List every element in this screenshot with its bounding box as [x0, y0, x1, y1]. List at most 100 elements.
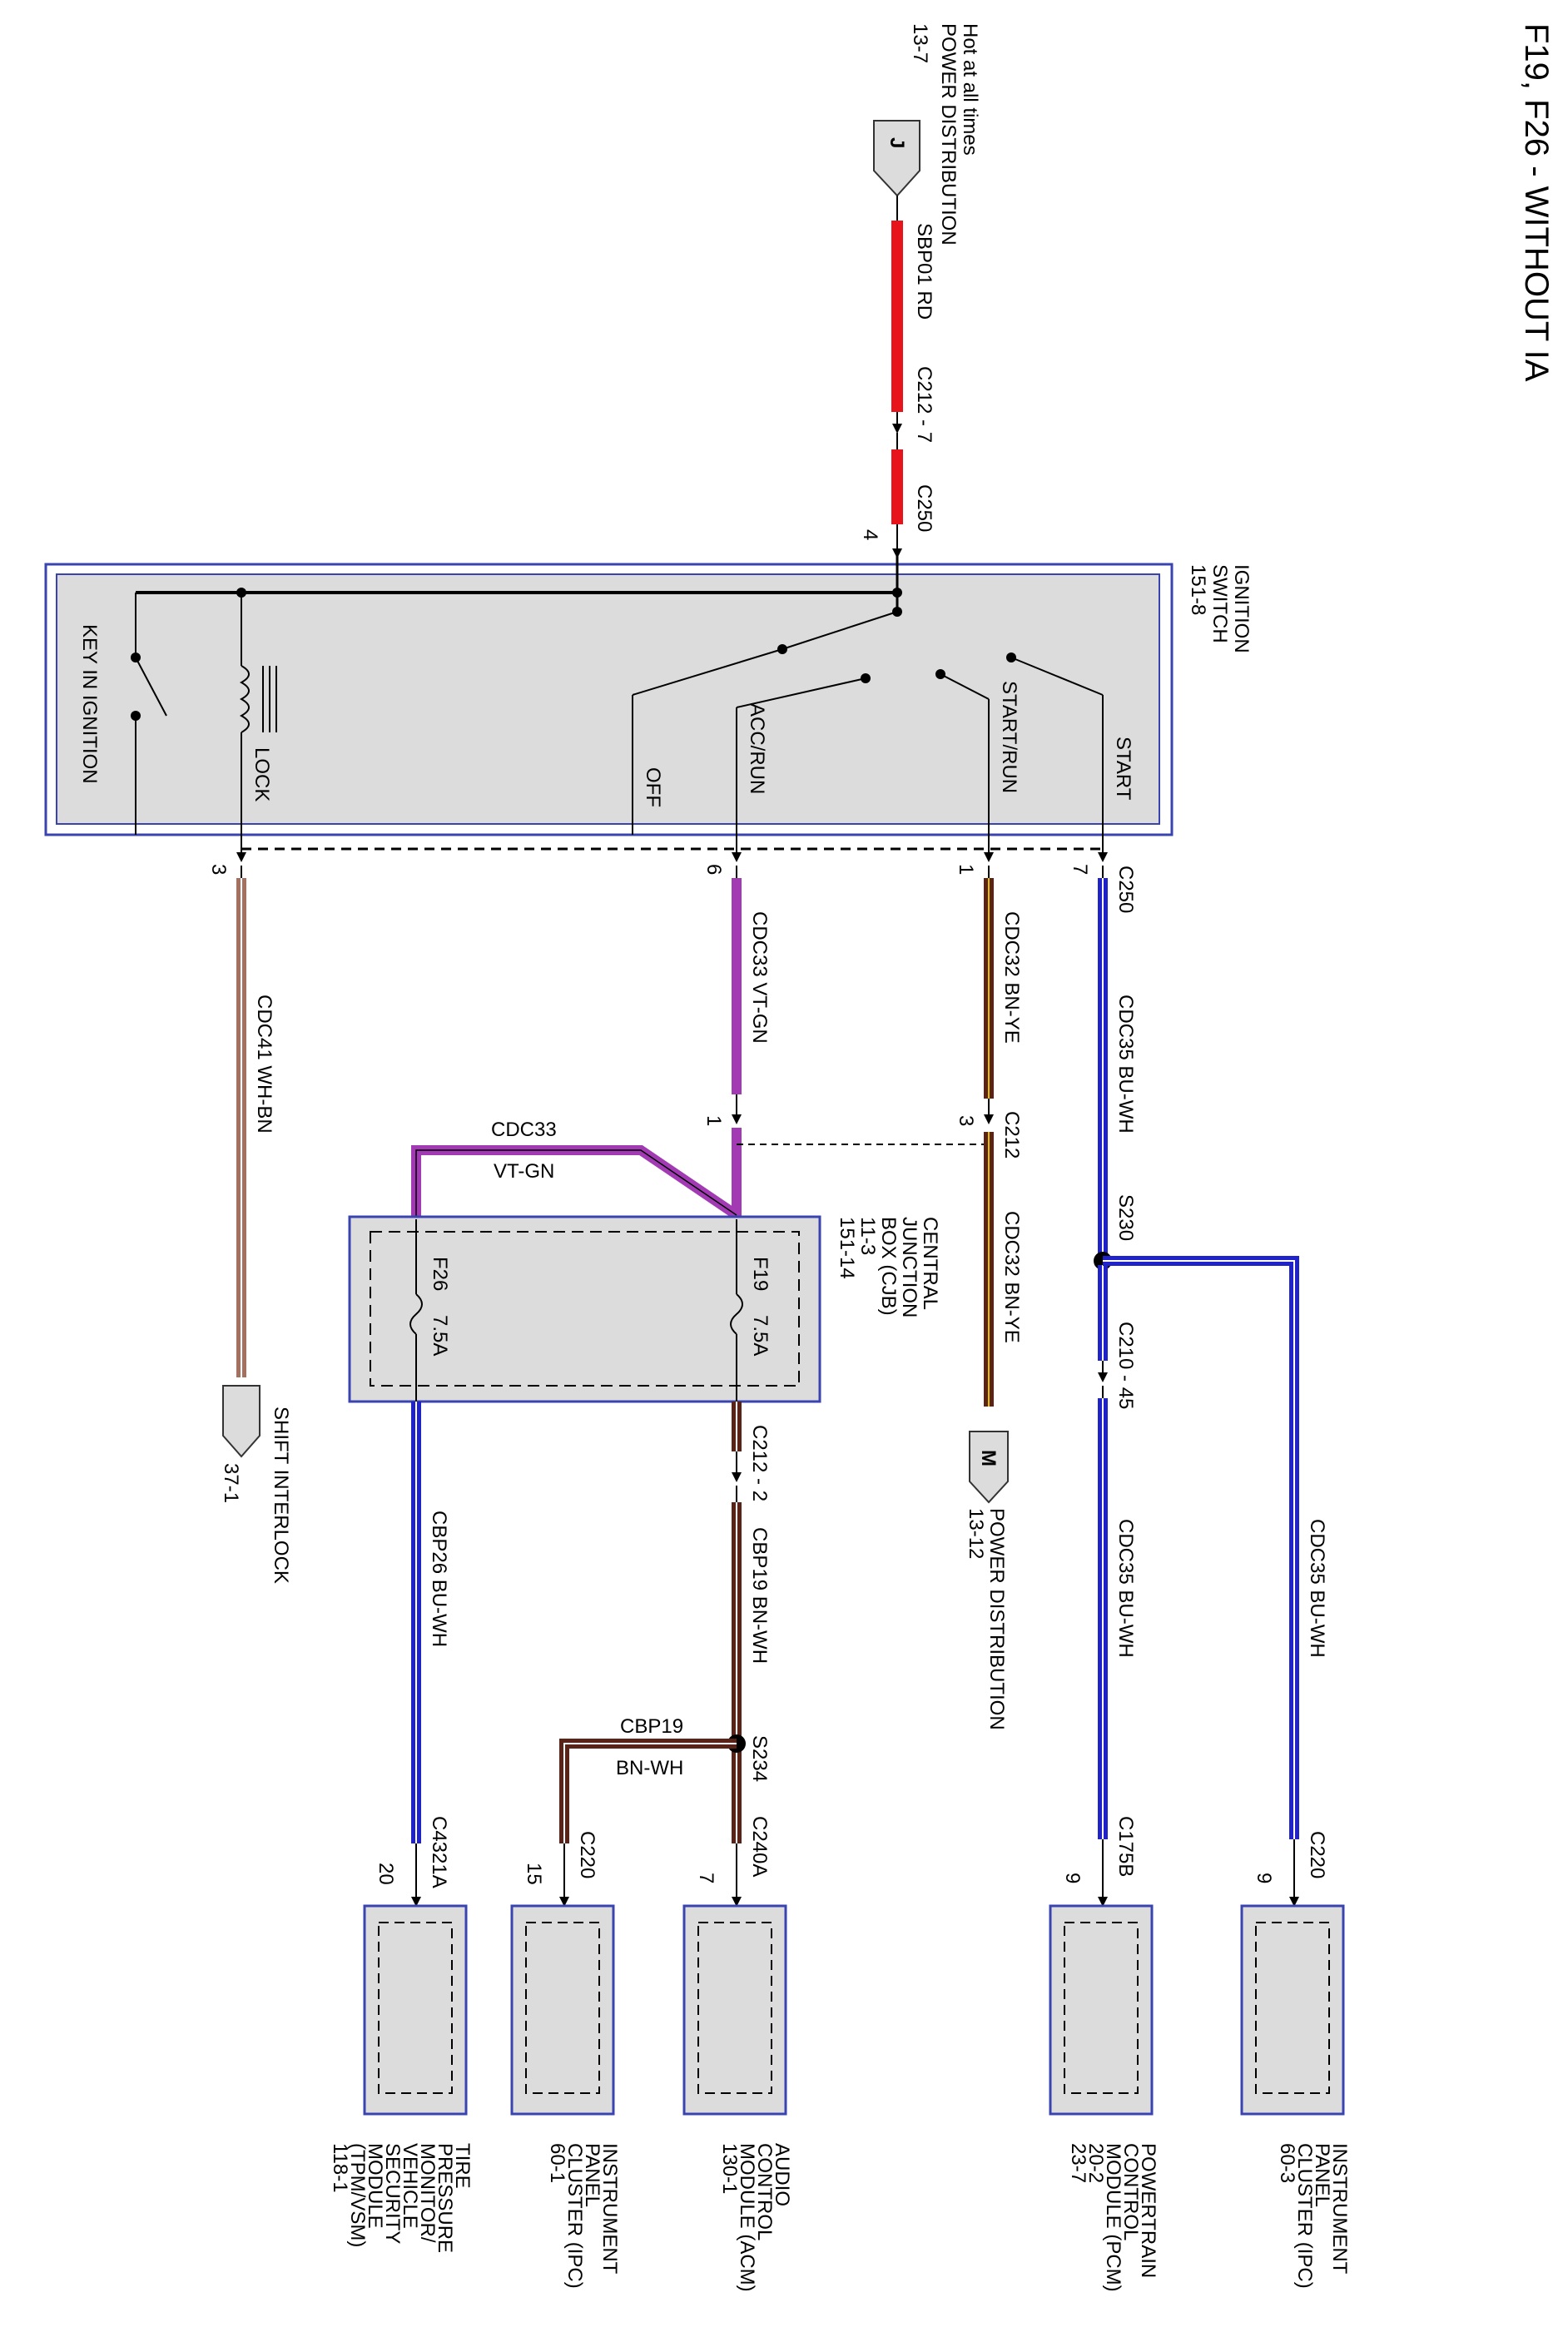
- module-pcm: POWERTRAIN CONTROL MODULE (PCM) 20-2 23-…: [1049, 1904, 1159, 2292]
- splice-s234-label: S234: [748, 1735, 771, 1782]
- connector-c250-top-pin: 4: [859, 529, 881, 540]
- module-pcm-line-2: CONTROL: [1119, 2143, 1142, 2240]
- module-acm-line-2: CONTROL: [753, 2143, 776, 2240]
- module-tpms-line-3: MONITOR/: [416, 2143, 439, 2243]
- connector-c210-45: C210 - 45: [1114, 1322, 1137, 1409]
- connector-c220-b: C220: [1306, 1831, 1328, 1878]
- branch-code: CBP19: [620, 1715, 683, 1738]
- branch-color: BN-WH: [616, 1757, 683, 1779]
- pin-acm: 7: [695, 1873, 717, 1883]
- wire-cbp26: CBP26 BU-WH: [411, 1402, 450, 1843]
- module-ipc-b-line-4: 60-3: [1276, 2143, 1298, 2183]
- fuse-f19-name: F19: [749, 1257, 772, 1291]
- position-start-run: START/RUN: [998, 681, 1020, 793]
- module-pcm-line-5: 23-7: [1067, 2143, 1089, 2183]
- fuse-f26-rating: 7.5A: [429, 1315, 451, 1356]
- module-acm-line-3: MODULE (ACM): [736, 2143, 758, 2292]
- wire-cdc41: CDC41 WH-BN SHIFT INTERLOCK 37-1: [220, 866, 292, 1584]
- wire-label-cdc33: CDC33 VT-GN: [748, 911, 771, 1044]
- wire-label-cdc41: CDC41 WH-BN: [253, 995, 275, 1134]
- wire-label-cdc35c: CDC35 BU-WH: [1306, 1519, 1328, 1658]
- pin-ipc-b: 9: [1253, 1873, 1275, 1883]
- module-tpms-line-6: MODULE: [364, 2143, 386, 2229]
- ignition-switch: IGNITION SWITCH 151-8: [44, 553, 1253, 836]
- connector-c250-bottom: C250: [1114, 866, 1137, 913]
- wire-sbp01: SBP01 RD C212 - 7 C250 4: [859, 196, 935, 558]
- module-tpms-line-5: SECURITY: [381, 2143, 404, 2244]
- module-tpms-line-2: PRESSURE: [434, 2143, 456, 2253]
- connector-c212: C212: [1000, 1111, 1023, 1159]
- cjb-label-3: BOX (CJB): [877, 1217, 900, 1316]
- module-ipc-a-line-1: INSTRUMENT: [598, 2143, 621, 2275]
- position-lock: LOCK: [251, 747, 273, 801]
- module-tpms-line-7: (TPM/VSM): [346, 2143, 369, 2247]
- pin-tpms: 20: [375, 1863, 397, 1885]
- wire-cdc33: CDC33 VT-GN 1 CDC33 VT-GN: [411, 866, 771, 1223]
- module-tpms-line-8: 118-1: [329, 2143, 351, 2193]
- module-ipc-a: INSTRUMENT PANEL CLUSTER (IPC) 60-1: [510, 1904, 621, 2289]
- cjb-label-2: JUNCTION: [898, 1217, 920, 1317]
- module-ipc-b: INSTRUMENT PANEL CLUSTER (IPC) 60-3: [1240, 1904, 1351, 2289]
- module-ipc-a-line-2: PANEL: [581, 2143, 603, 2207]
- connector-c212-7: C212 - 7: [913, 366, 935, 443]
- jumper-code: CDC33: [491, 1119, 557, 1141]
- power-distribution-source: J Hot at all times POWER DISTRIBUTION 13…: [873, 23, 981, 246]
- connector-c250-top: C250: [913, 484, 935, 532]
- wire-label-cdc35a: CDC35 BU-WH: [1114, 995, 1137, 1134]
- wire-label-cbp19: CBP19 BN-WH: [748, 1527, 771, 1664]
- ignition-switch-ref: 151-8: [1187, 564, 1209, 615]
- module-ipc-b-line-1: INSTRUMENT: [1328, 2143, 1351, 2275]
- power-distribution-label: POWER DISTRIBUTION: [937, 23, 960, 246]
- shift-interlock-label: SHIFT INTERLOCK: [270, 1407, 292, 1584]
- jumper-color: VT-GN: [494, 1160, 554, 1183]
- connector-c175b: C175B: [1114, 1816, 1137, 1877]
- cjb-label-1: CENTRAL: [919, 1217, 941, 1310]
- pin-start-run: 1: [955, 864, 977, 875]
- shift-interlock-ref: 37-1: [220, 1463, 242, 1503]
- power-distribution-m-label: POWER DISTRIBUTION: [985, 1508, 1008, 1730]
- position-start: START: [1112, 737, 1134, 801]
- connector-letter-j: J: [886, 137, 908, 148]
- module-ipc-a-line-4: 60-1: [546, 2143, 568, 2183]
- pin-acc-run: 6: [702, 864, 725, 875]
- pin-lock: 3: [207, 864, 230, 875]
- pin-pcm: 9: [1061, 1873, 1084, 1883]
- module-acm: AUDIO CONTROL MODULE (ACM) 130-1: [682, 1904, 793, 2292]
- connector-c240a: C240A: [748, 1816, 771, 1877]
- module-ipc-a-line-3: CLUSTER (IPC): [563, 2143, 586, 2289]
- connector-letter-m: M: [977, 1450, 1000, 1466]
- splice-s230-label: S230: [1114, 1194, 1137, 1241]
- connector-c220-a: C220: [576, 1831, 598, 1878]
- wire-cdc35: CDC35 BU-WH S230 C210 - 45 CDC35 BU-WH C…: [1094, 866, 1328, 1839]
- module-pcm-line-3: MODULE (PCM): [1102, 2143, 1124, 2292]
- module-tpms: TIRE PRESSURE MONITOR/ VEHICLE SECURITY …: [329, 1904, 474, 2253]
- module-acm-line-4: 130-1: [718, 2143, 741, 2194]
- module-tpms-line-4: VEHICLE: [399, 2143, 421, 2229]
- ignition-switch-label: IGNITION: [1230, 564, 1253, 653]
- wire-label-cdc32b: CDC32 BN-YE: [1000, 1211, 1023, 1343]
- pin-ipc-a: 15: [523, 1863, 545, 1885]
- ignition-switch-label-2: SWITCH: [1208, 564, 1231, 643]
- module-acm-line-1: AUDIO: [771, 2143, 793, 2206]
- wire-label-sbp01: SBP01 RD: [913, 223, 935, 320]
- module-connectors: C4321A 20 C220 15 C240A 7 C175B 9 C220 9: [375, 1816, 1328, 1907]
- module-pcm-line-1: POWERTRAIN: [1137, 2143, 1159, 2278]
- switch-output-pins: 3 6 1 7: [207, 835, 1108, 875]
- power-distribution-m-ref: 13-12: [965, 1508, 987, 1559]
- cjb-ref-2: 151-14: [836, 1217, 858, 1279]
- power-distribution-ref: 13-7: [909, 23, 931, 63]
- wire-label-cbp26: CBP26 BU-WH: [428, 1511, 450, 1647]
- cjb-ref-1: 11-3: [856, 1217, 879, 1255]
- fuse-f26-name: F26: [429, 1257, 451, 1291]
- wire-label-cdc35b: CDC35 BU-WH: [1114, 1519, 1137, 1658]
- fuse-f19-rating: 7.5A: [749, 1315, 772, 1356]
- pin-start: 7: [1069, 864, 1091, 875]
- position-key-in-ignition: KEY IN IGNITION: [78, 624, 101, 784]
- wire-cdc32: CDC32 BN-YE 3 C212 CDC32 BN-YE M 13-12 P…: [955, 866, 1023, 1730]
- pin-cjb-in: 1: [702, 1115, 725, 1126]
- hot-at-all-times-label: Hot at all times: [959, 23, 981, 156]
- connector-c212-2: C212 - 2: [748, 1425, 771, 1501]
- wire-cbp19: C212 - 2 CBP19 BN-WH S234 CBP19 BN-WH: [559, 1402, 771, 1843]
- position-off: OFF: [642, 767, 664, 807]
